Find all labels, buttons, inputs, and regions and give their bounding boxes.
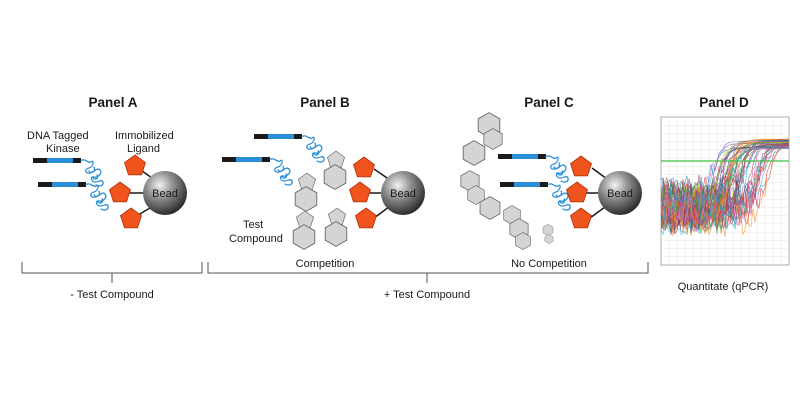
panel-b-title: Panel B bbox=[300, 95, 350, 110]
qpcr-curve bbox=[661, 145, 789, 230]
immobilized-ligand-pentagon bbox=[109, 181, 131, 203]
immobilized-ligand-pentagon bbox=[120, 207, 142, 229]
panel-a: Panel A DNA Tagged Kinase Immobilized Li… bbox=[27, 95, 187, 229]
bead bbox=[143, 171, 187, 215]
panel-d-title: Panel D bbox=[699, 95, 749, 110]
immobilized-ligand-pentagon bbox=[570, 207, 592, 229]
immobilized-ligand-pentagon bbox=[570, 155, 592, 177]
bead-label: Bead bbox=[607, 188, 633, 200]
qpcr-curve bbox=[661, 138, 789, 234]
test-compound-label-line1: Test bbox=[243, 219, 263, 231]
qpcr-amplification-curves bbox=[661, 138, 789, 237]
test-compound-molecule bbox=[323, 150, 347, 190]
panel-c-title: Panel C bbox=[524, 95, 574, 110]
qpcr-curve bbox=[661, 139, 789, 232]
competition-label: Competition bbox=[296, 258, 355, 270]
test-compound-molecule bbox=[460, 170, 501, 220]
qpcr-curve bbox=[661, 141, 789, 221]
bracket-plus-test-compound bbox=[207, 262, 649, 283]
immobilized-ligand-label-line1: Immobilized bbox=[115, 130, 174, 142]
panel-c: Panel C Bead bbox=[460, 95, 642, 250]
dna-tagged-kinase bbox=[499, 181, 571, 211]
bead-label: Bead bbox=[152, 188, 178, 200]
immobilized-ligand-pentagon bbox=[355, 207, 377, 229]
qpcr-curve bbox=[661, 145, 789, 220]
qpcr-curve bbox=[661, 142, 789, 226]
qpcr-curve bbox=[661, 148, 789, 225]
test-compound-molecule bbox=[462, 112, 503, 166]
immobilized-ligand-pentagon bbox=[124, 154, 146, 176]
test-compound-molecule bbox=[503, 205, 531, 250]
test-compound-molecule bbox=[324, 207, 348, 247]
panel-d: Panel D Quantitate (qPCR) bbox=[660, 95, 790, 293]
immobilized-ligand-pentagon bbox=[353, 156, 375, 178]
test-compound-molecule bbox=[542, 224, 554, 244]
bracket-minus-test-compound bbox=[21, 262, 203, 283]
immobilized-ligand-pentagon bbox=[349, 181, 371, 203]
bead-label: Bead bbox=[390, 188, 416, 200]
test-compound-molecule bbox=[292, 210, 316, 250]
test-compound-molecule bbox=[294, 172, 318, 212]
dna-tagged-kinase bbox=[37, 181, 109, 211]
dna-tagged-kinase-label-line1: DNA Tagged bbox=[27, 130, 89, 142]
dna-tagged-kinase bbox=[497, 153, 569, 183]
dna-tagged-kinase bbox=[221, 156, 293, 186]
panel-a-title: Panel A bbox=[88, 95, 137, 110]
qpcr-caption: Quantitate (qPCR) bbox=[678, 281, 768, 293]
dna-tagged-kinase-label-line2: Kinase bbox=[46, 143, 80, 155]
qpcr-curve bbox=[661, 147, 789, 236]
qpcr-curve bbox=[661, 141, 789, 237]
bead bbox=[598, 171, 642, 215]
test-compound-label-line2: Compound bbox=[229, 233, 283, 245]
dna-tagged-kinase bbox=[32, 157, 104, 187]
no-competition-label: No Competition bbox=[511, 258, 587, 270]
minus-test-compound-label: - Test Compound bbox=[70, 289, 154, 301]
immobilized-ligand-label-line2: Ligand bbox=[127, 143, 160, 155]
immobilized-ligand-pentagon bbox=[566, 181, 588, 203]
panel-b: Panel B Test Compound Bead bbox=[221, 95, 425, 250]
bead bbox=[381, 171, 425, 215]
plus-test-compound-label: + Test Compound bbox=[384, 289, 470, 301]
